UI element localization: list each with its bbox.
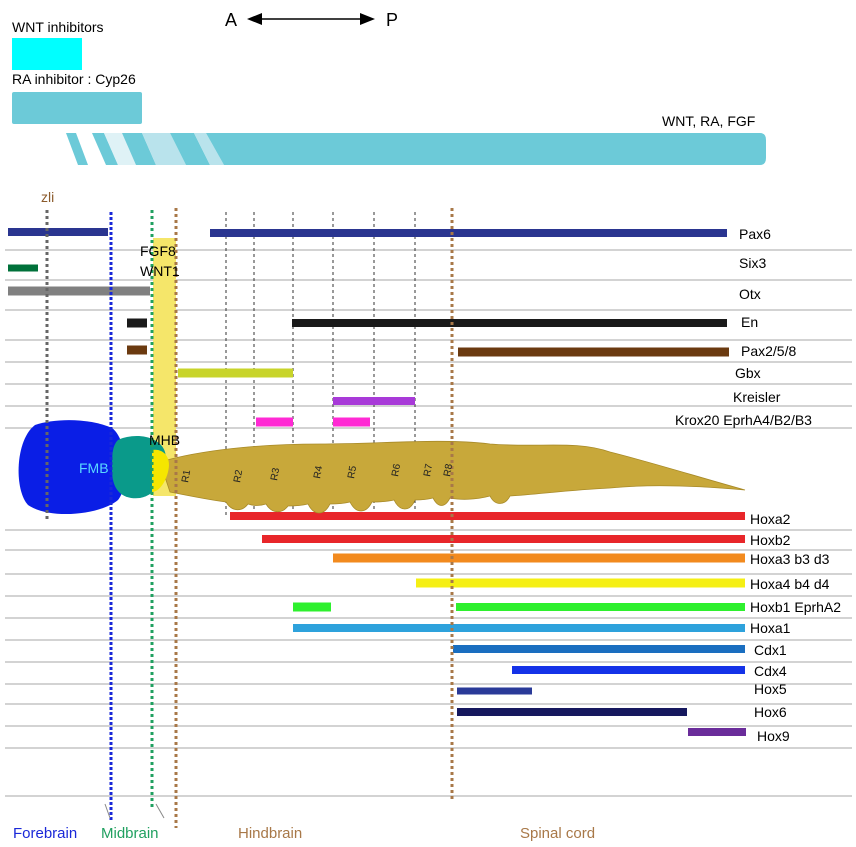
hindbrain-label: Hindbrain xyxy=(238,825,302,842)
rhombomere-labels: R1 R2 R3 R4 R5 R6 R7 R8 xyxy=(180,463,455,484)
expression-bar-pax2-5-8 xyxy=(458,347,729,357)
expression-bar-hoxb1 xyxy=(456,603,745,611)
expression-bar-hox6 xyxy=(457,708,687,716)
gene-label-hoxa2: Hoxa2 xyxy=(750,511,791,527)
gene-label-hoxb2: Hoxb2 xyxy=(750,532,791,548)
wnt-ra-fgf-gradient xyxy=(66,133,766,165)
expression-bar-krox20 xyxy=(256,417,293,427)
wnt-ra-fgf-label: WNT, RA, FGF xyxy=(662,113,755,129)
rhombomere-label-r3: R3 xyxy=(269,467,282,482)
wnt-inhibitors-label: WNT inhibitors xyxy=(12,19,104,35)
ap-axis-arrow xyxy=(247,13,375,25)
zli-label: zli xyxy=(41,189,54,205)
expression-bar-pax6 xyxy=(210,229,727,237)
expression-bar-six3 xyxy=(8,264,38,272)
gene-label-kreisler: Kreisler xyxy=(733,389,781,405)
forebrain-blob xyxy=(18,420,126,515)
expression-bar-cdx1 xyxy=(453,645,745,653)
wnt1-label: WNT1 xyxy=(140,263,180,279)
ra-inhibitor-label: RA inhibitor : Cyp26 xyxy=(12,71,136,87)
expression-bar-hox5 xyxy=(457,687,532,695)
expression-bar-pax2-5-8 xyxy=(127,345,147,355)
rhombomere-label-r6: R6 xyxy=(390,463,403,478)
row-separators xyxy=(5,249,852,797)
gene-label-otx: Otx xyxy=(739,286,761,302)
gene-label-hoxa3: Hoxa3 b3 d3 xyxy=(750,551,830,567)
gene-label-en: En xyxy=(741,314,758,330)
forebrain-leader xyxy=(104,803,111,819)
gene-label-cdx4: Cdx4 xyxy=(754,663,787,679)
axis-a-label: A xyxy=(225,10,237,30)
fgf8-wnt1-band xyxy=(153,238,176,496)
gene-label-gbx: Gbx xyxy=(735,365,761,381)
gene-label-six3: Six3 xyxy=(739,255,766,271)
expression-bar-gbx xyxy=(178,368,293,378)
expression-bar-krox20 xyxy=(333,417,370,427)
gene-label-pax2-5-8: Pax2/5/8 xyxy=(741,343,796,359)
rhombomere-label-r4: R4 xyxy=(312,465,325,480)
fgf8-label: FGF8 xyxy=(140,243,176,259)
gene-label-krox20: Krox20 EprhA4/B2/B3 xyxy=(675,412,812,428)
wnt-inhibitor-bar xyxy=(12,38,82,70)
expression-bar-hoxa4 xyxy=(416,578,745,588)
gene-label-hoxb1: Hoxb1 EprhA2 xyxy=(750,599,841,615)
expression-bar-hoxa3 xyxy=(333,553,745,563)
gene-label-hox5: Hox5 xyxy=(754,681,787,697)
expression-bar-hoxb1 xyxy=(293,602,331,612)
expression-bar-cdx4 xyxy=(512,666,745,674)
expression-bar-en xyxy=(292,319,727,327)
rhombomere-label-r2: R2 xyxy=(232,469,245,484)
expression-bar-en xyxy=(127,318,147,328)
gene-label-pax6: Pax6 xyxy=(739,226,771,242)
mhb-yellow xyxy=(152,449,170,492)
cyp26-bar xyxy=(12,92,142,124)
expression-bar-pax6 xyxy=(8,228,108,236)
rhombomere-label-r8: R8 xyxy=(442,463,455,478)
midbrain-leader xyxy=(155,803,165,819)
expression-bar-hoxa2 xyxy=(230,512,745,520)
spinal-cord-label: Spinal cord xyxy=(520,825,595,842)
expression-bar-hoxa1 xyxy=(293,624,745,632)
gene-label-hoxa4: Hoxa4 b4 d4 xyxy=(750,576,830,592)
expression-bars xyxy=(8,228,746,736)
expression-bar-hoxb2 xyxy=(262,535,745,543)
gene-label-cdx1: Cdx1 xyxy=(754,642,787,658)
fmb-label: FMB xyxy=(79,460,109,476)
rhombomere-label-r7: R7 xyxy=(422,463,435,478)
gene-label-hox6: Hox6 xyxy=(754,704,787,720)
midbrain-label: Midbrain xyxy=(101,825,159,842)
hindbrain-body xyxy=(159,440,746,514)
rhombomere-label-r5: R5 xyxy=(346,465,359,480)
forebrain-label: Forebrain xyxy=(13,825,77,842)
embryo-schematic xyxy=(18,420,746,515)
rhombomere-label-r1: R1 xyxy=(180,469,193,484)
expression-bar-hox9 xyxy=(688,728,746,736)
axis-p-label: P xyxy=(386,10,398,30)
expression-bar-otx xyxy=(8,286,150,296)
expression-bar-kreisler xyxy=(333,397,415,405)
gene-label-hox9: Hox9 xyxy=(757,728,790,744)
gene-label-hoxa1: Hoxa1 xyxy=(750,620,791,636)
mhb-label: MHB xyxy=(149,432,180,448)
